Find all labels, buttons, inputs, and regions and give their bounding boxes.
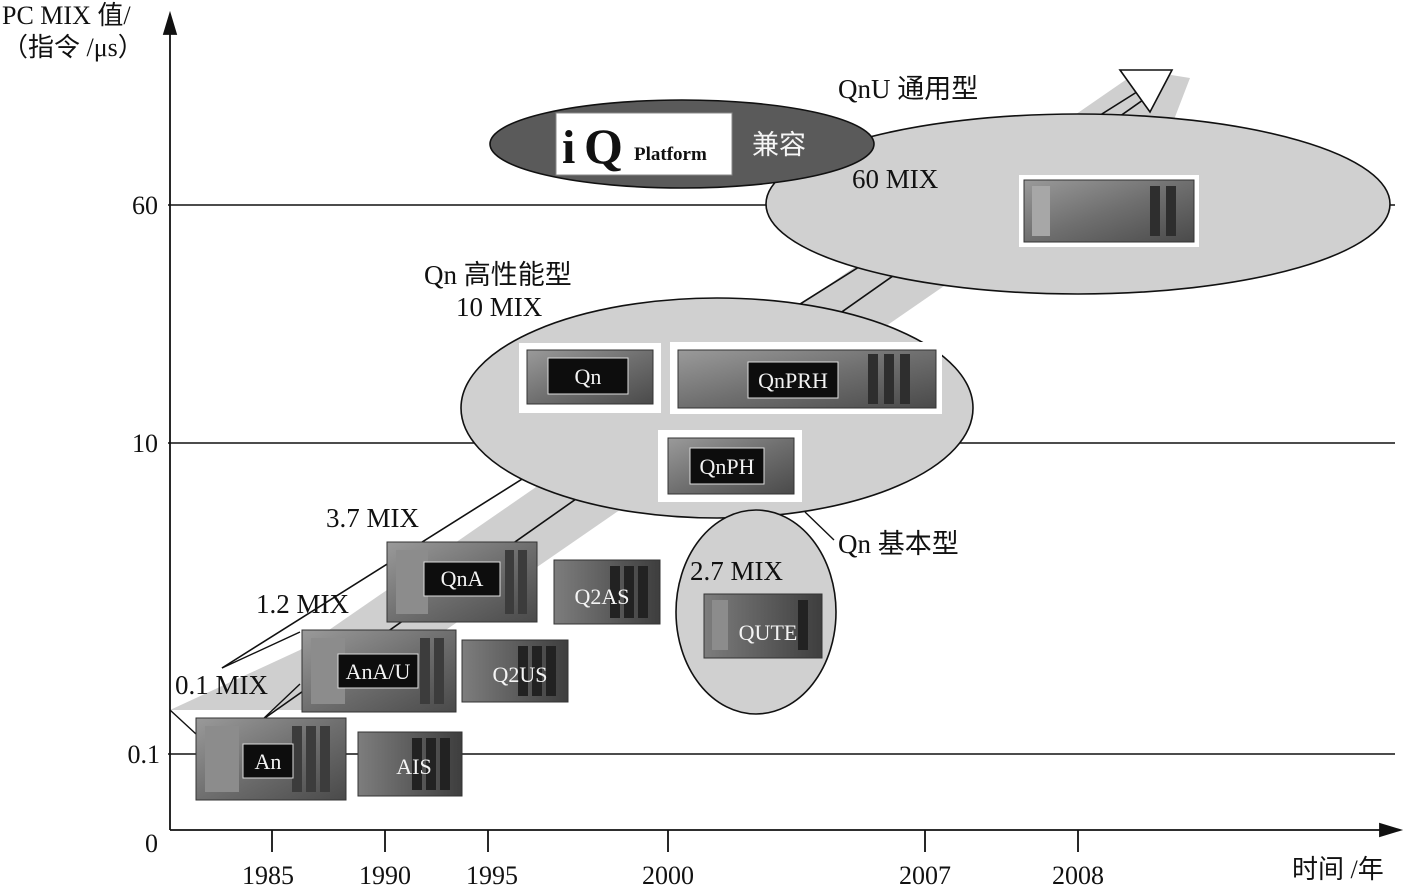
module-qute-image: QUTE [703,593,823,659]
iq-compatible-label: 兼容 [752,130,806,160]
x-axis-arrowhead [1379,822,1404,838]
module-ana-u-label: AnA/U [346,659,411,684]
module-ais-label: AIS [396,754,431,779]
module-qnph-label: QnPH [699,454,754,479]
y-tick-0: 0 [145,829,158,858]
module-ais-image: AIS [357,731,463,797]
axes [162,10,1404,852]
module-an-badge [242,743,294,779]
module-ana-u-image: AnA/U [301,629,457,713]
module-qn-image: Qn [519,343,661,413]
module-q2as-label: Q2AS [574,584,629,609]
leader-1-2-mix [221,631,301,669]
label-0-1-mix: 0.1 MIX [175,670,268,700]
label-3-7-mix: 3.7 MIX [326,503,419,533]
module-qnprh-label: QnPRH [758,368,828,393]
module-qna-badge [423,561,501,597]
module-qute-label: QUTE [739,620,798,645]
leader-3-7-mix [261,683,301,721]
y-axis-title-line1: PC MIX 值/ [2,1,131,30]
x-tick-label-1995: 1995 [466,861,518,887]
module-an-image: An [195,717,347,801]
x-tick-label-2008: 2008 [1052,861,1104,887]
label-1-2-mix: 1.2 MIX [256,589,349,619]
trend-arrow-head [1118,69,1174,114]
label-2-7-mix: 2.7 MIX [690,556,783,586]
x-tick-label-1990: 1990 [359,861,411,887]
module-q2us-image: Q2US [461,639,569,703]
x-tick-label-1985: 1985 [242,861,294,887]
iq-logo-q: Q [584,118,623,174]
label-60-mix: 60 MIX [852,164,939,194]
module-qn-badge [547,357,629,395]
label-qn-high-performance: Qn 高性能型 [424,260,572,290]
module-q2us-label: Q2US [492,662,547,687]
y-tick-60: 60 [132,191,158,220]
module-qna-label: QnA [441,566,484,591]
y-axis-arrowhead [162,10,178,35]
module-q2as-image: Q2AS [553,559,661,625]
iq-platform-logo: i Q Platform 兼容 [555,112,806,176]
module-qnprh-badge [747,361,839,399]
module-qnprh-image: QnPRH [670,342,942,414]
x-tick-label-2000: 2000 [642,861,694,887]
iq-logo-platform: Platform [634,144,707,165]
module-qnph-image: QnPH [658,430,802,502]
x-tick-label-2007: 2007 [899,861,951,887]
module-ana-u-badge [337,653,419,689]
label-qn-basic: Qn 基本型 [838,529,959,559]
y-axis-title-line2: （指令 /μs） [2,33,144,62]
leader-qn-basic [804,511,835,541]
module-qnph-badge [689,447,765,485]
module-qn-label: Qn [575,364,602,389]
y-tick-10: 10 [132,429,158,458]
y-tick-0-1: 0.1 [128,740,161,769]
leader-0-1-mix [169,709,197,735]
iq-logo-i: i [562,121,575,174]
label-leaders [169,511,835,735]
module-qna-image: QnA [386,541,538,623]
module-an-label: An [255,749,282,774]
module-qnu-image [1019,175,1199,247]
label-10-mix: 10 MIX [456,292,543,322]
x-axis-title: 时间 /年 [1292,855,1384,884]
label-qnu-universal: QnU 通用型 [838,74,978,104]
iq-logo-panel [555,112,733,176]
